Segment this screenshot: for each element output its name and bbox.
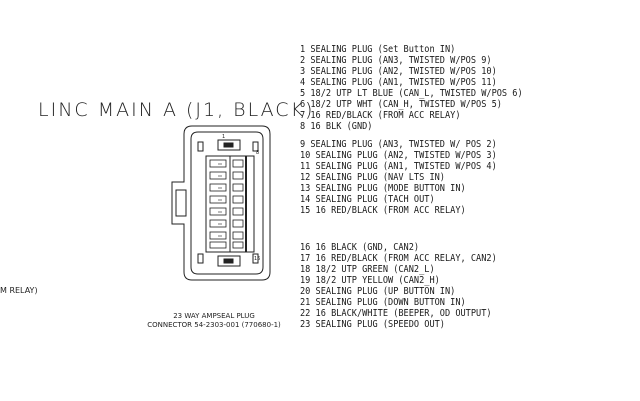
pin-10: 10 SEALING PLUG (AN2, TWISTED W/POS 3) [300,150,497,161]
label-pin-top: 1 [222,134,225,140]
pin-21: 21 SEALING PLUG (DOWN BUTTON IN) [300,297,466,308]
pin-8: 8 16 BLK (GND) [300,121,373,132]
cut-off-label: M RELAY) [0,286,38,295]
pin-12: 12 SEALING PLUG (NAV LTS IN) [300,172,445,183]
pin-15: 15 16 RED/BLACK (FROM ACC RELAY) [300,205,466,216]
pin-16: 16 16 BLACK (GND, CAN2) [300,242,420,253]
pin-2: 2 SEALING PLUG (AN3, TWISTED W/POS 9) [300,55,492,66]
pin-13: 13 SEALING PLUG (MODE BUTTON IN) [300,183,466,194]
pin-6: 6 18/2 UTP WHT (CAN_H, TWISTED W/POS 5) [300,99,502,110]
pin-11: 11 SEALING PLUG (AN1, TWISTED W/POS 4) [300,161,497,172]
pin-14: 14 SEALING PLUG (TACH OUT) [300,194,435,205]
pin-20: 20 SEALING PLUG (UP BUTTON IN) [300,286,456,297]
pin-5: 5 18/2 UTP LT BLUE (CAN_L, TWISTED W/POS… [300,88,523,99]
pin-18: 18 18/2 UTP GREEN (CAN2_L) [300,264,435,275]
pin-9: 9 SEALING PLUG (AN3, TWISTED W/ POS 2) [300,139,497,150]
pin-4: 4 SEALING PLUG (AN1, TWISTED W/POS 11) [300,77,497,88]
caption-line-1: 23 WAY AMPSEAL PLUG [173,312,255,320]
connector-caption: 23 WAY AMPSEAL PLUG CONNECTOR 54-2303-00… [130,312,298,330]
connector-title: LINC MAIN A (J1, BLACK) [38,99,315,121]
pin-7: 7 16 RED/BLACK (FROM ACC RELAY) [300,110,461,121]
connector-drawing: 1 8 16 [171,125,271,281]
pin-19: 19 18/2 UTP YELLOW (CAN2_H) [300,275,440,286]
caption-line-2: CONNECTOR 54-2303-001 (770680-1) [147,321,281,329]
label-pin-bottom-right: 16 [254,256,260,262]
pin-17: 17 16 RED/BLACK (FROM ACC RELAY, CAN2) [300,253,497,264]
pin-3: 3 SEALING PLUG (AN2, TWISTED W/POS 10) [300,66,497,77]
pin-23: 23 SEALING PLUG (SPEEDO OUT) [300,319,445,330]
pin-1: 1 SEALING PLUG (Set Button IN) [300,44,456,55]
pin-22: 22 16 BLACK/WHITE (BEEPER, OD OUTPUT) [300,308,492,319]
label-pin-top-right: 8 [256,150,259,156]
